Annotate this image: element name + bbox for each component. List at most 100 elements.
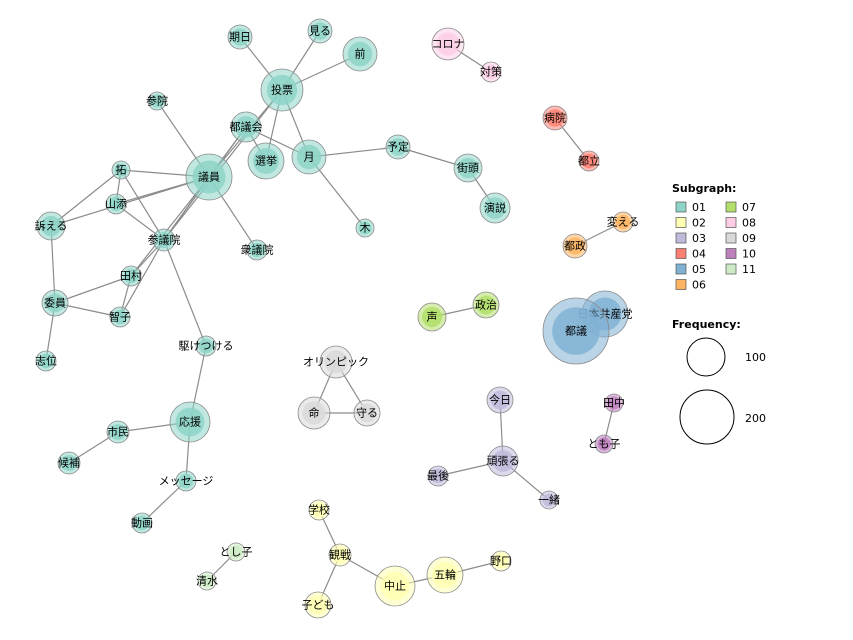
network-node: 対策 [480,61,502,83]
node-label: 訴える [35,219,68,233]
legend-frequency-circle-200 [679,389,735,445]
network-node: 野口 [490,550,512,572]
node-label: 動画 [131,516,153,530]
node-label: 投票 [271,83,293,97]
legend-subgraph-title: Subgraph: [672,182,736,195]
node-core [302,401,326,425]
node-label: 一緒 [538,493,560,507]
network-node: 都議会 [230,111,263,143]
legend-label: 04 [692,248,706,261]
legend-swatch [675,263,687,275]
network-node: 田村 [120,265,142,287]
node-core [198,338,214,354]
legend-swatch [675,217,687,228]
node-label: オリンピック [303,356,369,369]
node-core [597,437,611,451]
node-label: 子ども [302,599,335,612]
legend-label: 11 [742,263,756,276]
node-core [123,268,139,284]
legend-frequency-label-100: 100 [745,351,766,364]
node-core [436,32,460,56]
node-label: 予定 [387,140,409,154]
node-label: 山添 [105,197,127,211]
node-core [150,94,164,108]
node-core [476,295,496,315]
network-node: オリンピック [303,345,369,379]
network-node: 議員 [185,153,233,201]
node-core [40,215,62,237]
node-core [492,450,514,472]
node-label: 智子 [109,310,131,324]
node-label: 田中 [603,397,625,410]
network-node: 田中 [603,393,625,413]
node-core [200,574,214,588]
network-node: 政治 [472,291,500,319]
node-core [178,473,194,489]
network-node: 参院 [146,91,168,111]
node-core [308,595,328,615]
node-label: 野口 [490,555,512,568]
network-node: 最後 [427,465,449,487]
network-node: 今日 [486,386,514,414]
network-node: 投票 [260,68,304,112]
legend-frequency-circle-100 [686,337,726,377]
network-node: 中止 [374,565,416,607]
network-node: 街頭 [453,153,483,183]
node-label: 月 [304,151,315,164]
legend-label: 07 [742,201,756,214]
node-label: 議員 [198,170,220,184]
legend-swatch [725,248,737,259]
node-core [552,307,600,355]
legend-swatch [675,232,687,244]
node-label: 応援 [179,415,201,429]
network-node: 智子 [109,306,131,328]
legend-swatch [675,201,687,213]
network-node: メッセージ [159,470,214,492]
node-core [253,148,279,174]
network-node: 変える [607,211,639,233]
node-core [112,309,128,325]
node-label: 参議院 [148,233,181,247]
node-label: 拓 [116,163,127,177]
network-node: 学校 [308,499,330,521]
network-node: 応援 [169,401,211,443]
node-label: 今日 [489,393,511,407]
legend-swatch [675,248,687,259]
legend-label: 10 [742,248,756,261]
network-node: 五輪 [426,556,464,594]
node-label: 最後 [427,469,449,483]
node-label: 委員 [44,297,66,310]
legend-label: 08 [742,217,756,230]
node-core [324,350,348,374]
network-node: 都政 [562,233,588,259]
network-node: 委員 [41,289,69,317]
node-label: 演説 [484,201,506,215]
node-label: 候補 [58,456,80,470]
nodes-layer: 期日見る前投票参院都議会拓選挙月予定議員街頭山添訴える演説木参議院衆議院田村委員… [35,18,639,619]
network-node: 一緒 [538,490,560,510]
network-node: 駆けつける [179,335,234,357]
node-core [546,109,564,127]
node-core [266,74,298,106]
node-core [38,353,54,369]
node-core [61,455,77,471]
node-label: 期日 [229,31,251,44]
node-label: 都議 [565,324,587,338]
network-node: とも子 [588,434,621,454]
node-core [156,232,172,248]
node-core [229,545,243,559]
node-label: 衆議院 [241,243,274,257]
network-node: 清水 [196,571,218,591]
node-core [490,390,510,410]
node-core [615,214,631,230]
network-node: 木 [355,218,375,238]
node-core [421,306,443,328]
legend-swatch [725,263,737,275]
network-node: 選挙 [247,142,285,180]
node-label: 市民 [107,425,129,439]
node-label: メッセージ [159,475,214,488]
node-label: 清水 [196,575,218,588]
node-label: 見る [309,25,331,38]
node-label: 政治 [475,298,497,312]
node-core [357,403,377,423]
